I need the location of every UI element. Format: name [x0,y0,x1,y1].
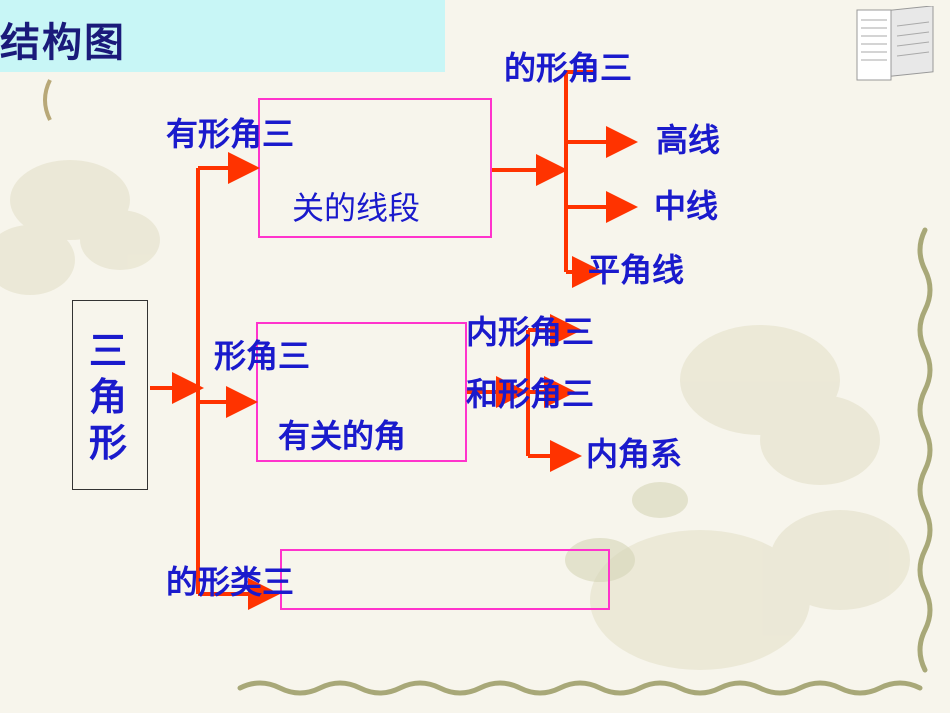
branch-1-child-1: 高线 [656,121,721,159]
branch-2-child-2: 和形角三 [466,375,595,413]
title-banner [0,0,445,72]
document-thumbnail-icon [856,6,934,81]
branch-1-child-2: 中线 [654,187,719,225]
branch-3-box [280,549,610,610]
branch-2-header: 形角三 [214,337,311,375]
branch-1-child-3: 平角线 [588,251,685,289]
root-node-label: 三角形 [88,329,127,465]
branch-1-header: 有形角三 [166,115,295,153]
branch-2-child-3: 内角系 [586,435,683,473]
root-node-box [72,300,148,490]
branch-3-header: 的形类三 [166,563,295,601]
branch-2-box-text: 有关的角 [278,417,407,455]
branch-2-child-1: 内形角三 [466,313,595,351]
page-title: 结构图 [0,20,126,66]
branch-1-box-text: 关的线段 [292,189,421,227]
branch-1-top-label: 的形角三 [504,49,633,87]
